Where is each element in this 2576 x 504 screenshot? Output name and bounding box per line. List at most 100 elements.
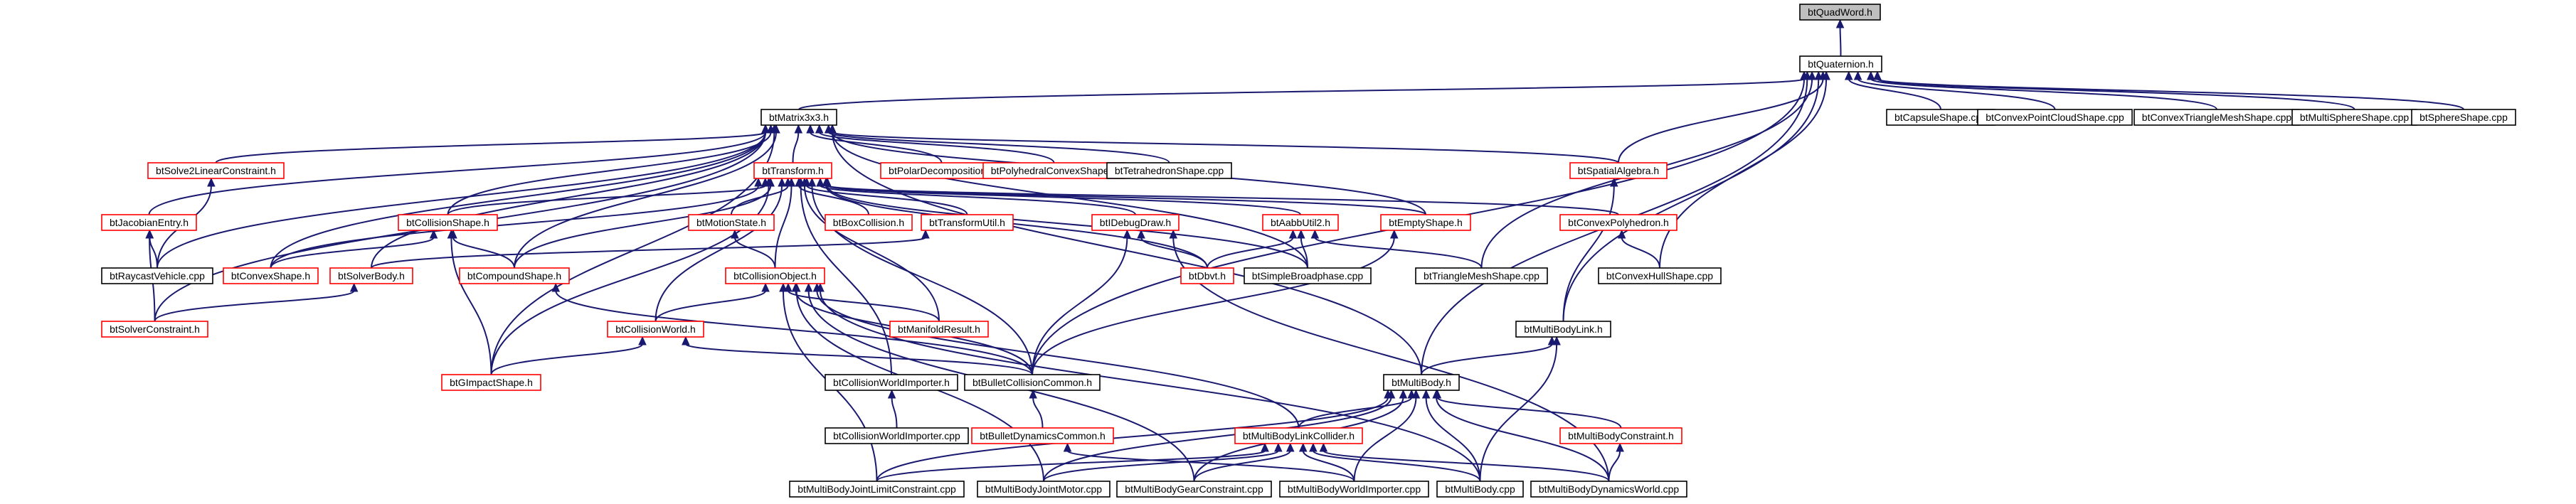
node-collisionobject[interactable]: btCollisionObject.h [725,267,825,284]
node-tetrahedron[interactable]: btTetrahedronShape.cpp [1106,162,1232,179]
edge-collisionworld-to-transform [654,185,783,322]
edge-arrowhead [816,282,825,292]
node-manifoldresult[interactable]: btManifoldResult.h [889,321,989,338]
edge-arrowhead [145,229,154,239]
node-bulletcollisioncommon[interactable]: btBulletCollisionCommon.h [964,374,1101,391]
node-label: btCollisionWorldImporter.h [833,377,950,388]
node-collisionworldimporter_cpp[interactable]: btCollisionWorldImporter.cpp [825,427,969,444]
node-boxcollision[interactable]: btBoxCollision.h [825,214,913,231]
node-polyhedralconvex[interactable]: btPolyhedralConvexShape.h [982,162,1125,179]
edge-solve2linear-to-matrix3x3 [215,132,766,163]
node-capsuleshape[interactable]: btCapsuleShape.cpp [1886,109,1995,126]
node-label: btTransform.h [762,165,824,176]
edge-manifoldresult-to-transform [803,185,940,322]
node-label: btConvexPointCloudShape.cpp [1986,112,2124,123]
node-label: btMultiBody.cpp [1445,483,1515,495]
node-collisionworldimporter_h[interactable]: btCollisionWorldImporter.h [825,374,958,391]
node-idebugdraw[interactable]: btIDebugDraw.h [1091,214,1180,231]
node-multibody[interactable]: btMultiBody.h [1383,374,1460,391]
node-dynamicsworld[interactable]: btMultiBodyDynamicsWorld.cpp [1530,481,1687,498]
edge-arrowhead [1261,442,1269,452]
node-multibodylinkcollider[interactable]: btMultiBodyLinkCollider.h [1234,427,1363,444]
node-spatialalgebra[interactable]: btSpatialAlgebra.h [1569,162,1668,179]
node-solverconstraint[interactable]: btSolverConstraint.h [101,321,208,338]
node-convexpointcloud[interactable]: btConvexPointCloudShape.cpp [1977,109,2133,126]
edge-arrowhead [784,282,793,292]
node-convexshape[interactable]: btConvexShape.h [223,267,319,284]
node-multibody_cpp[interactable]: btMultiBody.cpp [1436,481,1524,498]
node-box [1180,267,1234,284]
edge-arrowhead [1800,70,1808,80]
node-solve2linear[interactable]: btSolve2LinearConstraint.h [147,162,285,179]
edge-dbvt-to-idebugdraw [1140,237,1208,269]
edge-solverbody-to-matrix3x3 [371,132,766,269]
edge-collisionshape-to-matrix3x3 [447,132,772,215]
node-label: btBulletDynamicsCommon.h [980,430,1106,441]
edge-arrowhead [429,229,438,239]
edge-bulletcollisioncommon-to-collisionworld [684,343,1033,375]
edge-spatialalgebra-to-matrix3x3 [832,132,1619,163]
node-transform[interactable]: btTransform.h [753,162,832,179]
node-quaternion[interactable]: btQuaternion.h [1799,55,1882,73]
node-worldimporter[interactable]: btMultiBodyWorldImporter.cpp [1279,481,1429,498]
node-convextrimesh[interactable]: btConvexTriangleMeshShape.cpp [2134,109,2300,126]
node-collisionworld[interactable]: btCollisionWorld.h [607,321,704,338]
node-label: btPolyhedralConvexShape.h [991,165,1117,176]
node-jointlimit[interactable]: btMultiBodyJointLimitConstraint.cpp [789,481,965,498]
node-gearconstraint[interactable]: btMultiBodyGearConstraint.cpp [1116,481,1272,498]
node-motionstate[interactable]: btMotionState.h [688,214,775,231]
edge-arrowhead [770,124,779,134]
edge-arrowhead [1309,442,1318,452]
edge-arrowhead [1286,442,1295,452]
node-emptyshape[interactable]: btEmptyShape.h [1380,214,1471,231]
node-box [1799,55,1882,73]
node-trimeshshape[interactable]: btTriangleMeshShape.cpp [1415,267,1548,284]
edge-arrowhead [1432,389,1441,399]
node-box [1106,162,1232,179]
node-bulletdynamicscommon[interactable]: btBulletDynamicsCommon.h [971,427,1114,444]
node-gimpactshape[interactable]: btGImpactShape.h [441,374,541,391]
node-label: btMultiBodyGearConstraint.cpp [1125,483,1263,495]
edge-arrowhead [779,282,788,292]
edge-collisionobject-to-motionstate [733,237,776,269]
edge-arrowhead [828,124,837,134]
node-label: btMultiBodyDynamicsWorld.cpp [1539,483,1680,495]
edge-jointmotor-to-multibodylinkcollider [1043,450,1279,482]
edge-multibody_cpp-to-multibodylink [1479,343,1558,482]
node-aabbutil2[interactable]: btAabbUtil2.h [1262,214,1339,231]
edge-multibody-to-multibodylink [1421,343,1553,375]
node-box [889,321,989,338]
node-matrix3x3[interactable]: btMatrix3x3.h [760,109,837,126]
node-multibodylink[interactable]: btMultiBodyLink.h [1515,321,1611,338]
edge-compoundshape-to-collisionshape [452,237,515,269]
node-simplebroadphase[interactable]: btSimpleBroadphase.cpp [1244,267,1372,284]
edge-trimeshshape-to-aabbutil2 [1314,237,1483,269]
edge-dynamicsworld-to-multibodylinkcollider [1323,450,1610,482]
edge-multibodylink-to-quaternion [1562,78,1820,322]
node-raycastvehicle[interactable]: btRaycastVehicle.cpp [101,267,213,284]
node-box [1559,427,1682,444]
node-multibodyconstraint[interactable]: btMultiBodyConstraint.h [1559,427,1682,444]
node-dbvt[interactable]: btDbvt.h [1180,267,1234,284]
node-polardecomp[interactable]: btPolarDecomposition.h [880,162,1003,179]
node-solverbody[interactable]: btSolverBody.h [329,267,413,284]
node-compoundshape[interactable]: btCompoundShape.h [459,267,570,284]
node-label: btAabbUtil2.h [1271,217,1330,228]
edge-jacobianentry-to-matrix3x3 [148,132,766,215]
node-convexhullshape[interactable]: btConvexHullShape.cpp [1598,267,1722,284]
node-jacobianentry[interactable]: btJacobianEntry.h [101,214,197,231]
node-collisionshape[interactable]: btCollisionShape.h [398,214,498,231]
node-sphereshape[interactable]: btSphereShape.cpp [2411,109,2516,126]
node-box [1799,4,1881,21]
node-box [1116,481,1272,498]
node-jointmotor[interactable]: btMultiBodyJointMotor.cpp [977,481,1111,498]
node-label: btCollisionShape.h [406,217,489,228]
node-transformutil[interactable]: btTransformUtil.h [921,214,1014,231]
edge-sphereshape-to-quaternion [1877,78,2464,110]
node-quadword[interactable]: btQuadWord.h [1799,4,1881,21]
node-convexpolyhedron[interactable]: btConvexPolyhedron.h [1559,214,1677,231]
edge-polardecomp-to-matrix3x3 [810,132,943,163]
node-multisphere[interactable]: btMultiSphereShape.cpp [2291,109,2417,126]
node-box [1234,427,1363,444]
node-box [789,481,965,498]
